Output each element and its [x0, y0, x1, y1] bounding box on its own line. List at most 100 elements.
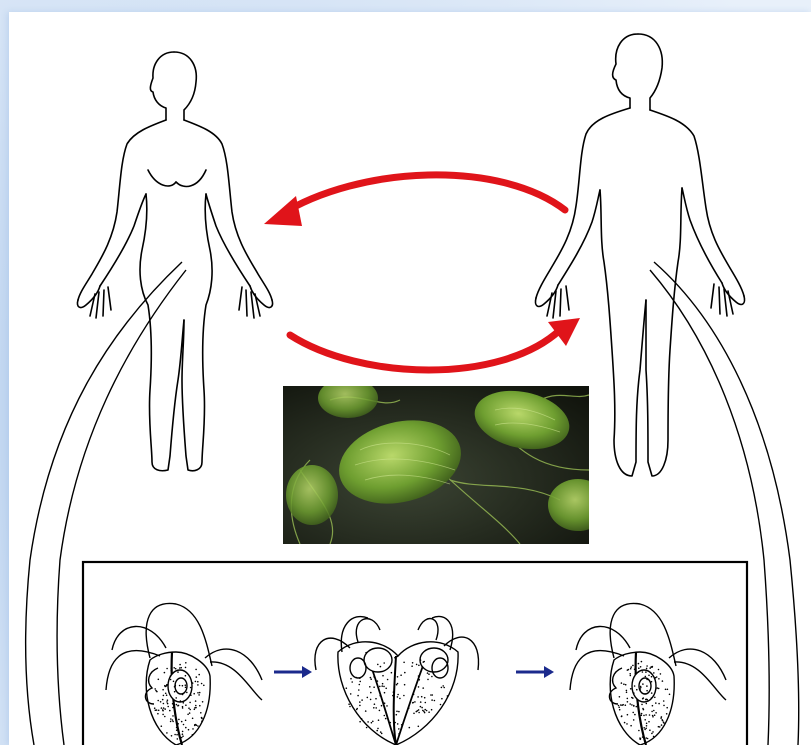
stipple-dot — [636, 689, 638, 691]
stipple-dot — [377, 680, 379, 682]
stipple-dot — [635, 673, 637, 675]
stipple-dot — [427, 672, 429, 674]
stipple-dot — [658, 703, 660, 705]
stipple-dot — [643, 727, 645, 729]
stipple-dot — [164, 672, 166, 674]
stipple-dot — [166, 732, 168, 734]
stipple-dot — [638, 671, 640, 673]
stipple-dot — [383, 662, 385, 664]
stipple-dot — [166, 685, 168, 687]
stipple-dot — [372, 721, 374, 723]
transmission-arrow-left-to-right — [290, 330, 560, 370]
stipple-dot — [164, 716, 166, 718]
stipple-dot — [171, 735, 173, 737]
stipple-dot — [170, 675, 172, 677]
stipple-dot — [630, 675, 632, 677]
stipple-dot — [626, 723, 628, 725]
organism-right-edge — [548, 479, 608, 531]
stipple-dot — [155, 690, 157, 692]
stipple-dot — [195, 705, 197, 707]
stipple-dot — [370, 699, 372, 701]
stipple-dot — [641, 704, 643, 706]
stipple-dot — [398, 733, 400, 735]
stipple-dot — [645, 671, 647, 673]
stipple-dot — [627, 701, 629, 703]
stipple-dot — [198, 674, 200, 676]
stipple-dot — [359, 721, 361, 723]
stipple-dot — [638, 663, 640, 665]
stipple-dot — [172, 707, 174, 709]
stipple-dot — [176, 729, 178, 731]
stipple-dot — [627, 714, 629, 716]
stipple-dot — [657, 687, 659, 689]
stipple-dot — [394, 657, 396, 659]
stipple-dot — [418, 726, 420, 728]
stipple-dot — [413, 713, 415, 715]
stipple-dot — [409, 727, 411, 729]
stipple-dot — [621, 716, 623, 718]
stipple-dot — [170, 679, 172, 681]
stipple-dot — [641, 713, 643, 715]
stipple-dot — [188, 729, 190, 731]
stipple-dot — [375, 707, 377, 709]
stipple-dot — [431, 709, 433, 711]
stipple-dot — [640, 687, 642, 689]
stipple-dot — [186, 692, 188, 694]
stipple-dot — [412, 702, 414, 704]
stipple-dot — [176, 727, 178, 729]
stipple-dot — [638, 667, 640, 669]
stipple-dot — [658, 669, 660, 671]
stipple-dot — [377, 664, 379, 666]
stipple-dot — [167, 699, 169, 701]
stipple-dot — [179, 664, 181, 666]
stipple-dot — [634, 714, 636, 716]
stipple-dot — [175, 714, 177, 716]
stipple-dot — [396, 711, 398, 713]
stipple-dot — [642, 698, 644, 700]
stipple-dot — [173, 667, 175, 669]
stipple-dot — [393, 690, 395, 692]
stipple-dot — [426, 710, 428, 712]
stipple-dot — [431, 699, 433, 701]
stipple-dot — [626, 690, 628, 692]
stipple-dot — [418, 709, 420, 711]
stipple-dot — [195, 700, 197, 702]
stipple-dot — [396, 714, 398, 716]
stipple-dot — [382, 675, 384, 677]
stipple-dot — [640, 688, 642, 690]
stipple-dot — [636, 706, 638, 708]
stipple-dot — [196, 676, 198, 678]
stipple-dot — [163, 703, 165, 705]
stipple-dot — [348, 703, 350, 705]
stipple-dot — [662, 680, 664, 682]
stipple-dot — [389, 722, 391, 724]
organism-top-left — [318, 378, 378, 418]
stipple-dot — [443, 687, 445, 689]
stipple-dot — [350, 678, 352, 680]
stipple-dot — [625, 704, 627, 706]
stipple-dot — [633, 692, 635, 694]
stipple-dot — [400, 674, 402, 676]
stipple-dot — [162, 699, 164, 701]
stipple-dot — [161, 725, 163, 727]
stipple-dot — [663, 705, 665, 707]
stipple-dot — [633, 705, 635, 707]
stipple-dot — [661, 724, 663, 726]
stipple-dot — [640, 666, 642, 668]
stipple-dot — [632, 712, 634, 714]
stipple-dot — [182, 694, 184, 696]
stipple-dot — [658, 726, 660, 728]
stipple-dot — [654, 714, 656, 716]
stipple-dot — [642, 708, 644, 710]
stipple-dot — [381, 698, 383, 700]
stipple-dot — [197, 681, 199, 683]
stipple-dot — [197, 725, 199, 727]
stipple-dot — [662, 720, 664, 722]
stipple-dot — [663, 722, 665, 724]
stipple-dot — [177, 723, 179, 725]
stipple-dot — [397, 696, 399, 698]
stipple-dot — [667, 689, 669, 691]
stipple-dot — [164, 685, 166, 687]
transmission-arrows — [264, 175, 580, 370]
stipple-dot — [195, 681, 197, 683]
